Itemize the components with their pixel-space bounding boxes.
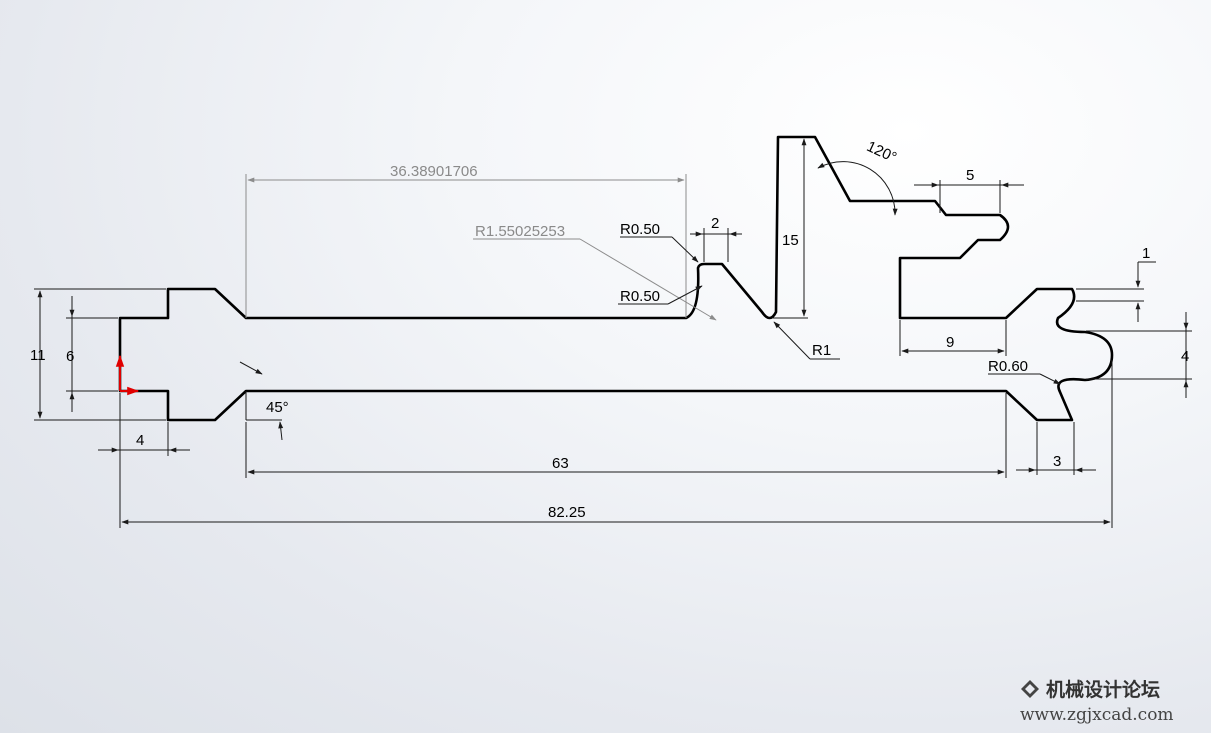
dim-4-left-label: 4 xyxy=(136,432,144,449)
dim-r155-label: R1.55025253 xyxy=(475,223,565,240)
dim-5-label: 5 xyxy=(966,167,974,184)
dim-6[interactable]: 6 xyxy=(66,296,118,412)
dim-63[interactable]: 63 xyxy=(245,393,1007,478)
dim-8225[interactable]: 82.25 xyxy=(119,360,1113,528)
dim-120[interactable]: 120° xyxy=(817,138,899,216)
dim-r060-label: R0.60 xyxy=(988,358,1028,375)
dim-r1[interactable]: R1 xyxy=(773,321,840,360)
dim-1-label: 1 xyxy=(1142,245,1150,262)
dim-1[interactable]: 1 xyxy=(1076,245,1156,322)
watermark-logo-icon xyxy=(1021,680,1039,698)
dim-r050-bottom[interactable]: R0.50 xyxy=(618,285,703,305)
dim-9-label: 9 xyxy=(946,334,954,351)
dim-9[interactable]: 9 xyxy=(899,320,1007,356)
dim-63-label: 63 xyxy=(552,455,569,472)
dim-r1-label: R1 xyxy=(812,342,831,359)
watermark-cn: 机械设计论坛 xyxy=(1046,678,1160,701)
dim-8225-label: 82.25 xyxy=(548,504,586,521)
dim-11-label: 11 xyxy=(30,347,46,364)
dim-6-label: 6 xyxy=(66,348,74,365)
dim-3-label: 3 xyxy=(1053,453,1061,470)
dim-4-left[interactable]: 4 xyxy=(98,422,190,456)
dim-15[interactable]: 15 xyxy=(772,138,808,319)
dim-4-right-label: 4 xyxy=(1181,348,1189,365)
dim-45-label: 45° xyxy=(266,399,289,416)
dim-4-right[interactable]: 4 xyxy=(1086,312,1192,398)
dim-r050-bottom-label: R0.50 xyxy=(620,288,660,305)
dim-11[interactable]: 11 xyxy=(30,288,166,421)
dim-5[interactable]: 5 xyxy=(914,167,1024,213)
dim-2[interactable]: 2 xyxy=(690,215,742,262)
dim-15-label: 15 xyxy=(782,232,799,249)
dim-r155[interactable]: R1.55025253 xyxy=(473,223,717,321)
dim-45[interactable]: 45° xyxy=(239,361,289,441)
dim-36-label: 36.38901706 xyxy=(390,163,478,180)
dim-r060[interactable]: R0.60 xyxy=(988,358,1061,385)
dim-r050-top-label: R0.50 xyxy=(620,221,660,238)
dim-120-label: 120° xyxy=(864,138,899,167)
dim-2-label: 2 xyxy=(711,215,719,232)
dim-3[interactable]: 3 xyxy=(1016,422,1096,475)
dim-r050-top[interactable]: R0.50 xyxy=(620,221,699,263)
watermark-url: www.zgjxcad.com xyxy=(1020,705,1174,725)
part-profile xyxy=(118,135,1114,422)
watermark: 机械设计论坛 www.zgjxcad.com xyxy=(1020,678,1174,725)
